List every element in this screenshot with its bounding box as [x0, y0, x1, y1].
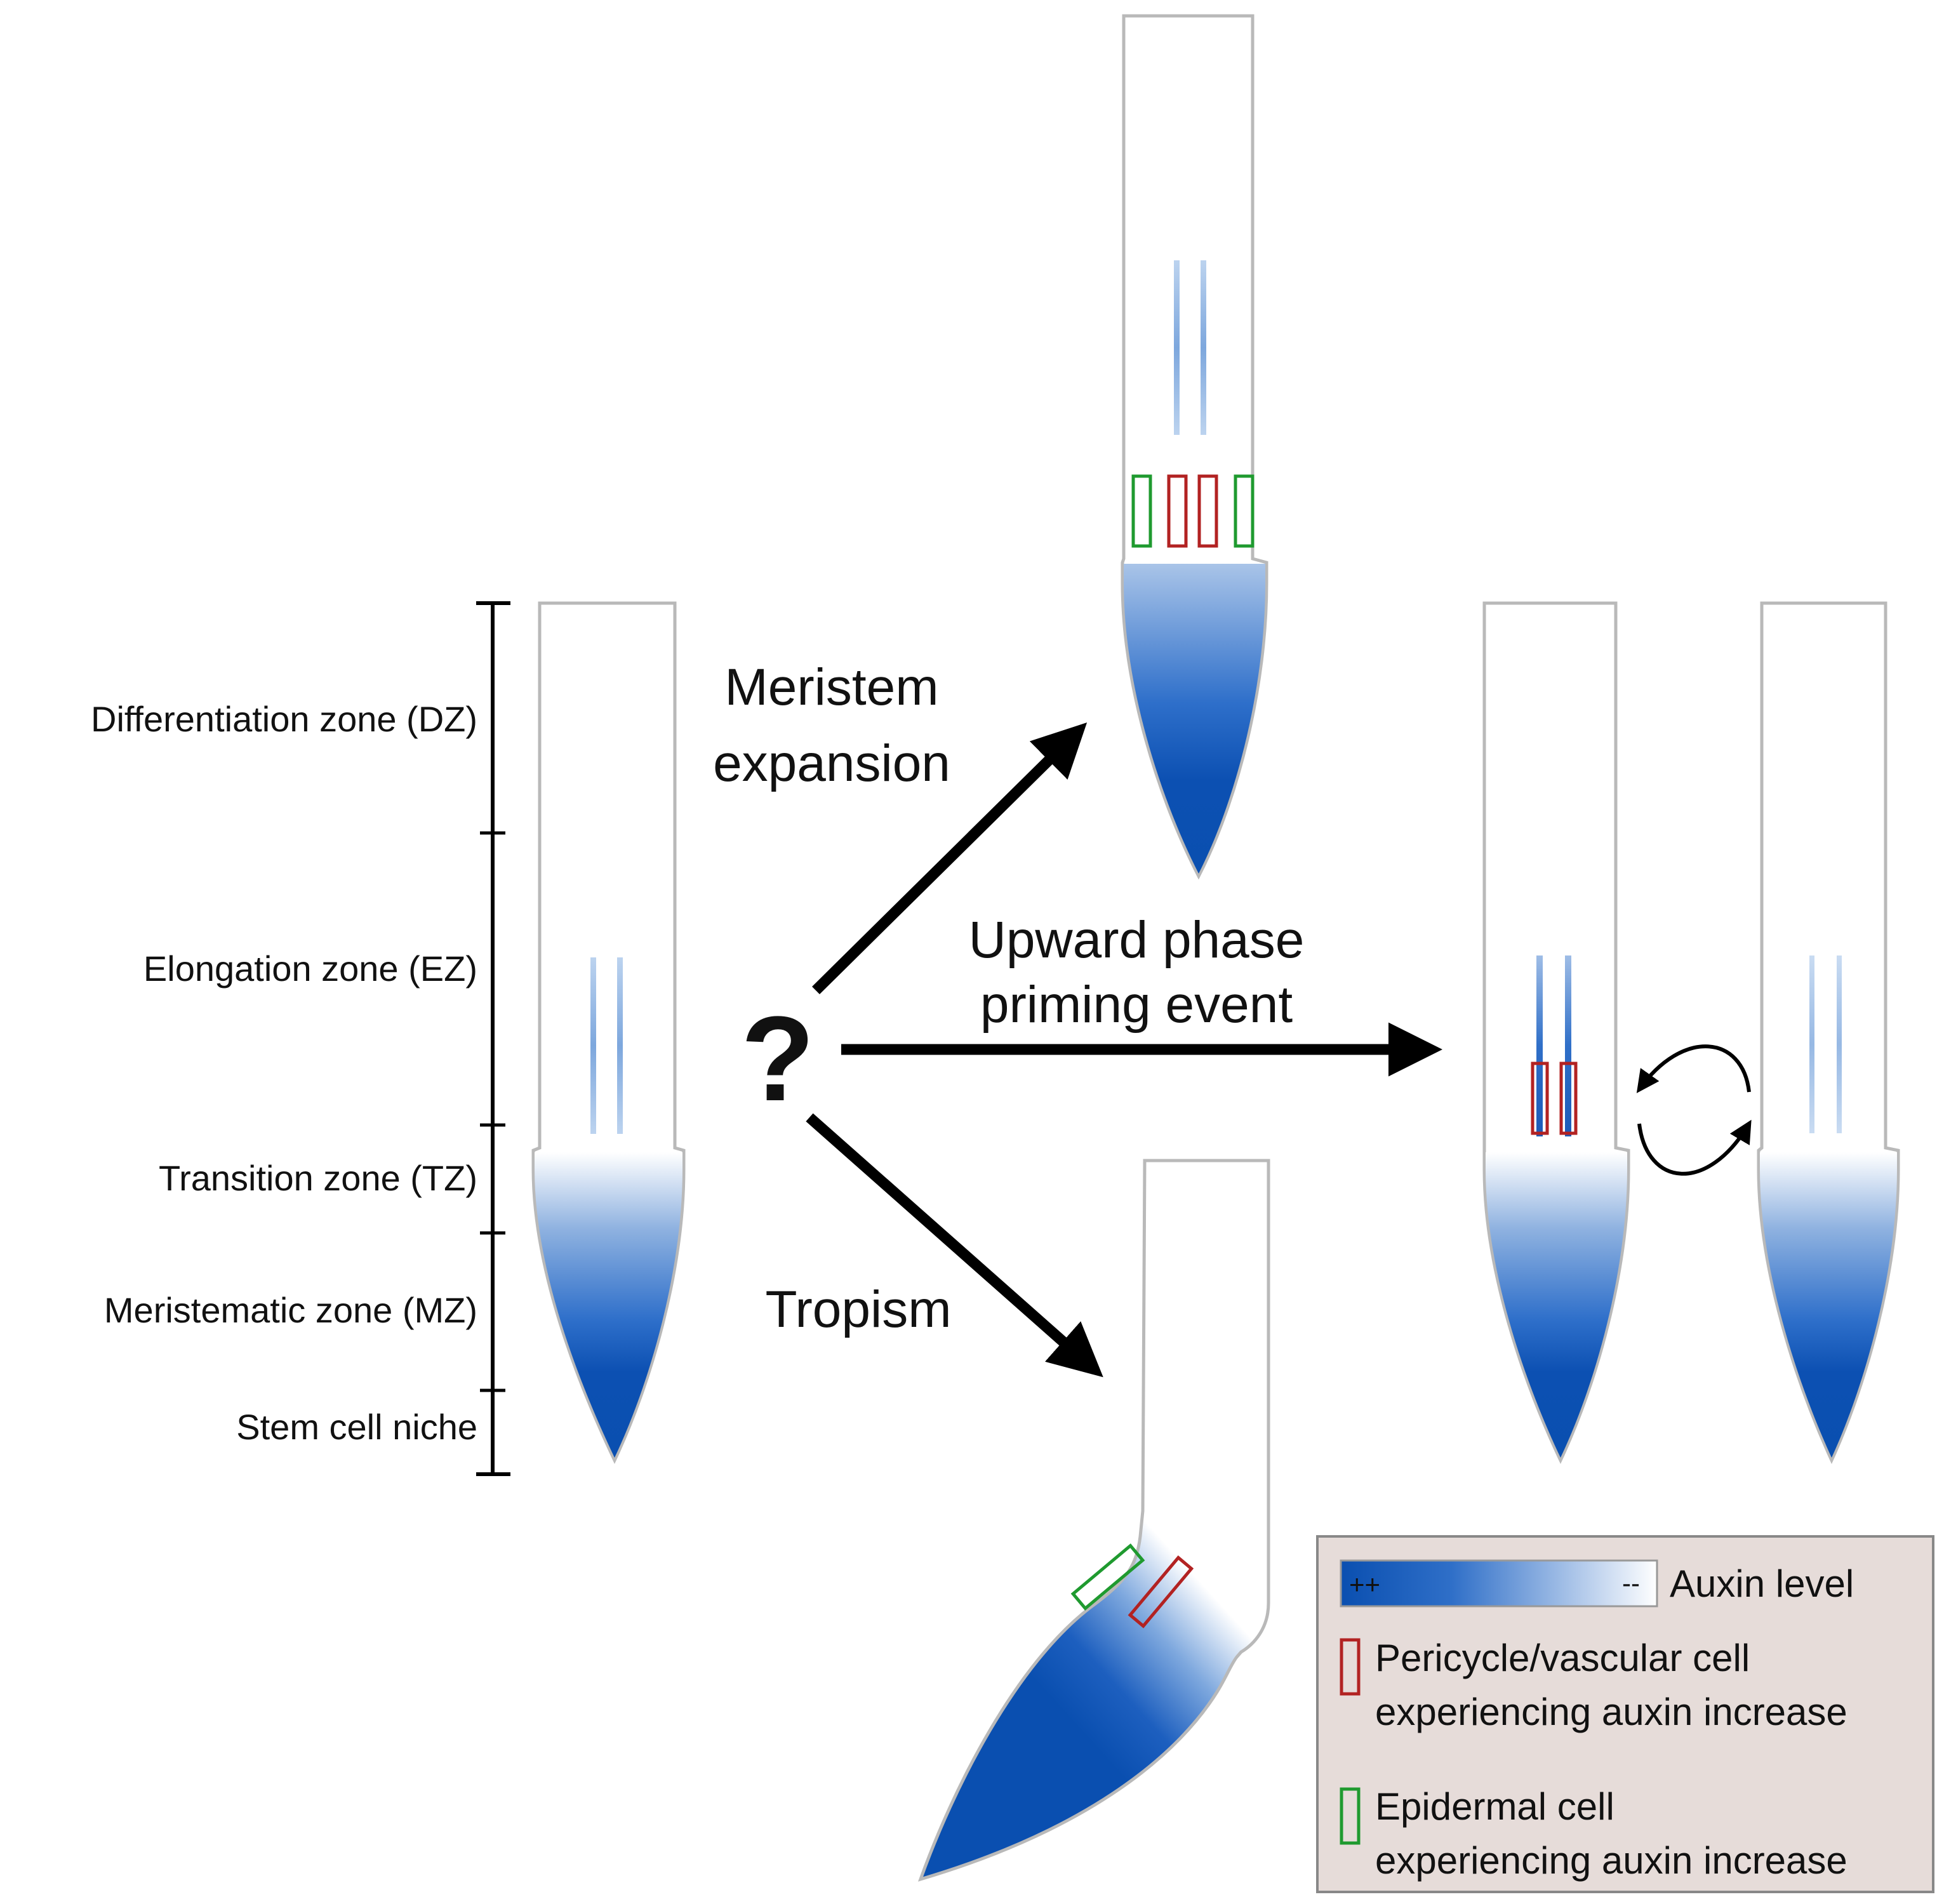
legend-epidermal-line1: Epidermal cell [1375, 1785, 1614, 1828]
legend-pericycle-line1: Pericycle/vascular cell [1375, 1637, 1750, 1679]
vascular-strand [617, 957, 623, 1134]
question-mark: ? [741, 992, 815, 1126]
vascular-strand [1809, 955, 1814, 1133]
label-upward-line1: Upward phase [969, 911, 1305, 969]
zone-scale-bar [476, 601, 510, 1476]
legend: ++ -- Auxin level Pericycle/vascular cel… [1316, 1535, 1934, 1893]
oscillation-arrow-left [1636, 1044, 1751, 1093]
root-auxin-gradient [1486, 1152, 1627, 1458]
legend-pericycle-line2: experiencing auxin increase [1375, 1691, 1847, 1733]
root-primed [1482, 601, 1630, 1464]
label-meristem-line1: Meristem [724, 658, 938, 716]
pericycle-cell-marker [1167, 474, 1188, 548]
vascular-strand [1201, 260, 1206, 435]
label-tropism: Tropism [765, 1281, 951, 1338]
zone-label-mz: Meristematic zone (MZ) [104, 1290, 477, 1330]
legend-epidermal-swatch [1340, 1787, 1361, 1845]
legend-pericycle-swatch [1340, 1638, 1361, 1696]
arrow-to-meristem-expansion [812, 722, 1088, 995]
label-meristem-line2: expansion [713, 735, 950, 792]
root-meristem-expansion [1121, 14, 1268, 880]
epidermal-cell-marker [1131, 474, 1152, 548]
zone-label-ez: Elongation zone (EZ) [143, 949, 477, 989]
pericycle-cell-marker [1531, 1062, 1549, 1135]
pericycle-cell-marker [1559, 1062, 1578, 1135]
pericycle-cell-marker [1128, 1555, 1194, 1628]
label-upward-line2: priming event [980, 976, 1293, 1034]
vascular-strand [1565, 955, 1571, 1136]
vascular-strand [590, 957, 596, 1134]
vascular-strand [1174, 260, 1180, 435]
gradient-high-sign: ++ [1349, 1569, 1380, 1599]
zone-label-stem-cell-niche: Stem cell niche [236, 1407, 477, 1447]
root-resting [1757, 601, 1900, 1465]
legend-auxin-level: Auxin level [1670, 1562, 1854, 1605]
root-auxin-gradient [1760, 1152, 1897, 1458]
vascular-strand [1536, 955, 1543, 1136]
zone-label-dz: Differentiation zone (DZ) [91, 699, 477, 739]
auxin-gradient-bar [1340, 1559, 1658, 1608]
root-auxin-gradient [1124, 564, 1265, 874]
gradient-low-sign: -- [1622, 1568, 1640, 1598]
vascular-strand [1837, 955, 1842, 1133]
root-outline [917, 1159, 1270, 1882]
oscillation-arrow-right [1637, 1119, 1752, 1176]
pericycle-cell-marker [1197, 474, 1218, 548]
root-reference [531, 601, 686, 1464]
root-tropism [917, 1159, 1270, 1882]
zone-label-tz: Transition zone (TZ) [159, 1158, 477, 1198]
arrow-to-tropism [806, 1113, 1103, 1378]
root-auxin-gradient [535, 1152, 682, 1458]
epidermal-cell-marker [1234, 474, 1255, 548]
legend-epidermal-line2: experiencing auxin increase [1375, 1839, 1847, 1882]
epidermal-cell-marker [1070, 1543, 1145, 1611]
